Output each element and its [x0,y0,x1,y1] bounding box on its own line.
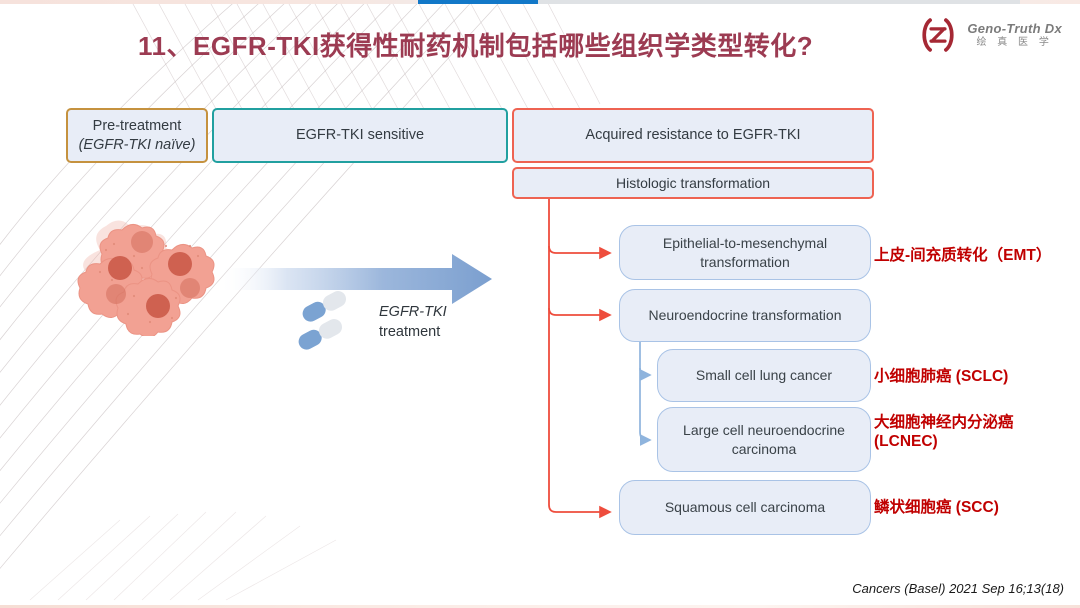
flow-box-acquired-resistance[interactable]: Acquired resistance to EGFR-TKI [512,108,874,163]
brand-logo: Geno-Truth Dx 绘 真 医 学 [917,14,1062,56]
emt-label: Epithelial-to-mesenchymal transformation [662,234,828,270]
sclc-annotation: 小细胞肺癌 (SCLC) [874,368,1009,385]
rightward-gradient-arrow-icon [218,254,492,304]
progress-track[interactable] [0,0,1080,4]
outcome-box-sclc[interactable]: Small cell lung cancer [657,349,871,402]
treatment-label-line1: EGFR-TKI [379,304,447,320]
pre-treatment-line2: (EGFR-TKI naïve) [78,136,196,153]
treatment-label: EGFR-TKI treatment [379,303,447,342]
histologic-transformation-label: Histologic transformation [615,174,771,191]
outcome-box-lcnec[interactable]: Large cell neuroendocrine carcinoma [657,407,871,472]
scc-label: Squamous cell carcinoma [664,499,826,516]
emt-annotation: 上皮-间充质转化（EMT） [874,247,1052,264]
outcome-box-neuroendocrine[interactable]: Neuroendocrine transformation [619,289,871,342]
flow-box-histologic-transformation[interactable]: Histologic transformation [512,167,874,199]
progress-bar-fill [418,0,538,4]
logo-text-block: Geno-Truth Dx 绘 真 医 学 [967,20,1062,48]
pre-treatment-line1: Pre-treatment [92,117,182,134]
logo-name-cn: 绘 真 医 学 [976,36,1053,48]
sclc-label: Small cell lung cancer [695,367,833,384]
capsule-pills-icon [298,291,347,350]
bottom-edge-band [0,605,1080,608]
outcome-box-emt[interactable]: Epithelial-to-mesenchymal transformation [619,225,871,280]
flow-box-pre-treatment[interactable]: Pre-treatment (EGFR-TKI naïve) [66,108,208,163]
tumor-cell-cluster-icon [77,220,215,336]
acquired-resistance-label: Acquired resistance to EGFR-TKI [585,127,801,144]
source-citation: Cancers (Basel) 2021 Sep 16;13(18) [852,581,1064,596]
lcnec-annotation: 大细胞神经内分泌癌 (LCNEC) [874,414,1014,451]
logo-name-en: Geno-Truth Dx [967,20,1062,36]
progress-remaining [538,0,1020,4]
page-title: 11、EGFR-TKI获得性耐药机制包括哪些组织学类型转化? [138,31,814,61]
lcnec-label: Large cell neuroendocrine carcinoma [683,421,845,457]
flow-box-egfr-tki-sensitive[interactable]: EGFR-TKI sensitive [212,108,508,163]
scc-annotation: 鳞状细胞癌 (SCC) [874,499,999,516]
outcome-box-scc[interactable]: Squamous cell carcinoma [619,480,871,535]
egfr-tki-sensitive-label: EGFR-TKI sensitive [295,127,425,144]
treatment-label-line2: treatment [379,323,441,340]
geno-truth-logo-icon [922,18,954,52]
neuroendocrine-label: Neuroendocrine transformation [648,307,842,324]
